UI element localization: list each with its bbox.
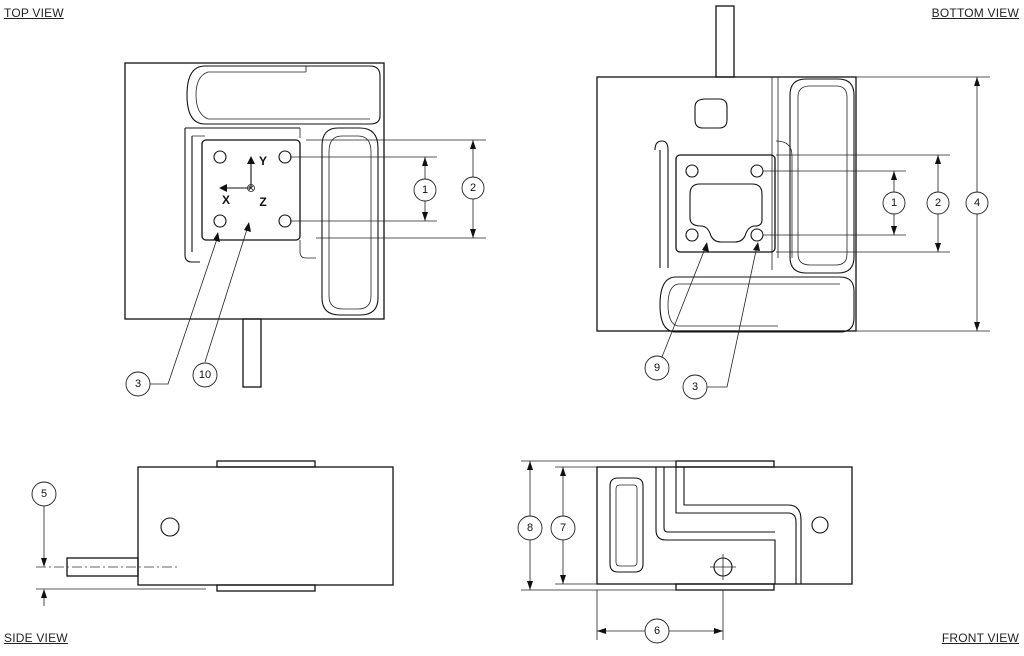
- callout-label: 10: [199, 369, 211, 381]
- bottom-hole: [685, 164, 699, 178]
- bottom-vertical-slot-inner: [797, 85, 848, 266]
- front-s-cut-left: [655, 467, 776, 584]
- z-axis-label: Z: [259, 195, 266, 209]
- front-slot-inner: [615, 484, 638, 567]
- callout-label: 6: [654, 625, 660, 637]
- bottom-horizontal-slot: [659, 276, 855, 333]
- callout-label: 3: [692, 381, 698, 393]
- callout-bubble: [644, 355, 670, 381]
- top-view-title: TOP VIEW: [4, 6, 64, 20]
- y-axis-label: Y: [259, 154, 267, 168]
- y-axis-arrow-icon: [247, 156, 255, 164]
- side-view-title: SIDE VIEW: [4, 631, 68, 645]
- bottom-horizontal-slot-inner: [667, 283, 840, 327]
- side-top-plate: [216, 460, 316, 468]
- top-view: Y X Z 1 2 3 10: [124, 62, 486, 397]
- front-view-title: FRONT VIEW: [941, 631, 1019, 645]
- callout-bubble: [517, 515, 543, 541]
- top-vertical-slot: [321, 127, 379, 316]
- top-hole: [278, 214, 292, 228]
- bottom-small-pocket: [694, 98, 728, 129]
- bottom-hole: [750, 228, 764, 242]
- top-mounting-plate: [201, 139, 301, 241]
- x-axis-label: X: [222, 193, 230, 207]
- top-dim2-extension: [306, 139, 486, 239]
- front-dim-extension: [521, 460, 676, 591]
- front-body-outline: [596, 466, 853, 585]
- front-s-cut-right: [675, 467, 802, 584]
- callout-bubble: [682, 374, 708, 400]
- front-cable-hole-center: [710, 554, 736, 580]
- bottom-view: 1 2 4 9 3: [596, 5, 990, 400]
- bottom-recess: [689, 183, 763, 243]
- bottom-right-channel: [775, 140, 793, 258]
- top-body-outline: [124, 62, 385, 320]
- callout-bubble: [550, 515, 576, 541]
- front-bottom-plate: [675, 583, 775, 591]
- side-view: 5: [31, 460, 394, 606]
- top-l-channel: [184, 127, 300, 263]
- callout-label: 1: [422, 184, 428, 196]
- callout-bubble: [413, 178, 437, 202]
- top-slot-inner-line: [195, 66, 370, 120]
- callout-bubble: [31, 481, 57, 507]
- top-l-channel-inner: [192, 128, 316, 259]
- bottom-dim1-extension: [763, 170, 906, 236]
- bottom-hole: [750, 164, 764, 178]
- top-hole: [278, 150, 292, 164]
- bottom-dim2-extension: [776, 154, 950, 253]
- bottom-leader-9: [661, 245, 707, 358]
- callout-label: 7: [560, 522, 566, 534]
- callout-label: 9: [654, 362, 660, 374]
- callout-label: 5: [41, 488, 47, 500]
- callout-bubble: [882, 191, 906, 215]
- top-cable: [242, 318, 262, 388]
- side-bottom-plate: [216, 584, 316, 592]
- front-slot: [609, 477, 644, 573]
- top-horizontal-slot: [186, 65, 381, 125]
- bottom-leader-3: [707, 245, 758, 388]
- bottom-vertical-slot: [789, 78, 855, 274]
- callout-label: 2: [935, 197, 941, 209]
- callout-label: 3: [135, 378, 141, 390]
- bottom-hole: [685, 228, 699, 242]
- callout-label: 2: [470, 182, 476, 194]
- top-hole: [213, 150, 227, 164]
- bottom-vertical-channel: [771, 77, 779, 270]
- bottom-view-title: BOTTOM VIEW: [931, 6, 1019, 20]
- front-top-plate: [675, 460, 775, 468]
- top-vertical-slot-inner: [328, 135, 372, 310]
- z-axis-origin-icon: [247, 184, 255, 192]
- bottom-mounting-plate: [675, 154, 776, 253]
- bottom-cable: [715, 5, 735, 78]
- top-leader-3: [150, 235, 219, 385]
- callout-label: 1: [891, 197, 897, 209]
- top-hole: [213, 214, 227, 228]
- bottom-dim4-extension: [856, 76, 990, 332]
- callout-bubble: [926, 191, 950, 215]
- top-leader-10: [204, 225, 249, 363]
- callout-label: 4: [974, 197, 980, 209]
- bottom-left-channel: [654, 140, 669, 268]
- top-dim1-extension: [290, 156, 437, 222]
- top-axis-triad: Y X Z: [219, 154, 267, 209]
- callout-bubble: [965, 191, 989, 215]
- front-view: 8 7 6: [517, 460, 853, 644]
- x-axis-arrow-icon: [219, 184, 227, 192]
- callout-bubble: [644, 618, 670, 644]
- callout-bubble: [192, 362, 218, 388]
- front-hole: [811, 516, 829, 534]
- side-hole: [160, 517, 180, 537]
- callout-bubble: [125, 371, 151, 397]
- callout-bubble: [461, 176, 485, 200]
- callout-label: 8: [527, 522, 533, 534]
